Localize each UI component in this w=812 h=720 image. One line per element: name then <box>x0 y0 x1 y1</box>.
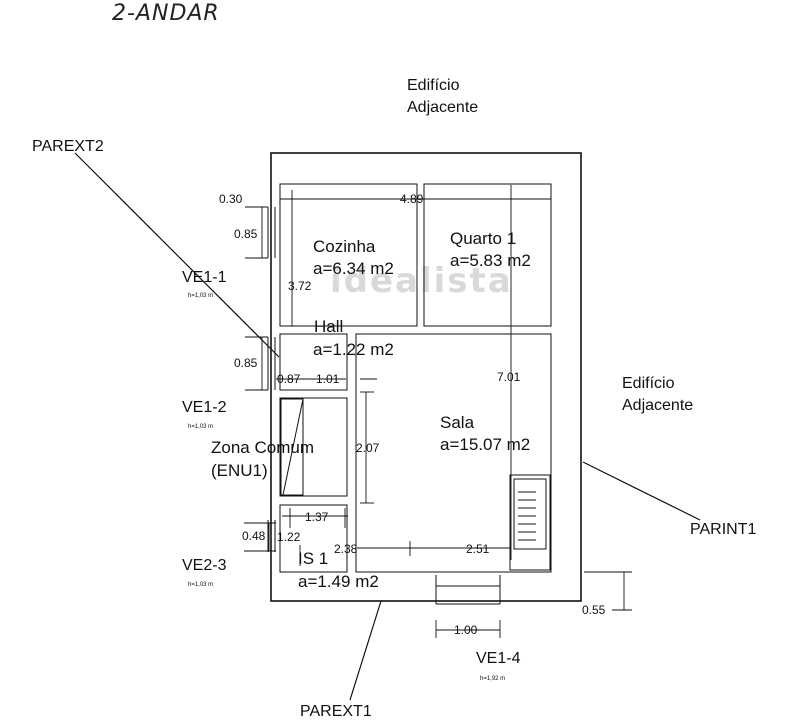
room-zona-name: Zona Comum <box>211 438 314 457</box>
dim-489: 4.89 <box>400 192 424 206</box>
window-ve1-1 <box>267 207 276 258</box>
room-quarto-area: a=5.83 m2 <box>450 251 531 270</box>
staircase-inner <box>513 478 547 550</box>
neighbor-top-line2: Adjacente <box>407 99 478 116</box>
room-zona-code: (ENU1) <box>211 461 268 480</box>
room-cozinha-name: Cozinha <box>313 237 376 256</box>
outer-wall <box>270 152 582 602</box>
window-ve1-4-label: VE1-4 <box>476 650 521 667</box>
dim-701: 7.01 <box>497 370 521 384</box>
window-ve1-4 <box>435 575 501 605</box>
room-is-name: IS 1 <box>298 549 328 568</box>
dim-137: 1.37 <box>305 510 329 524</box>
room-is-area: a=1.49 m2 <box>298 572 379 591</box>
window-ve1-1-label: VE1-1 <box>182 269 227 286</box>
room-zona-outline <box>279 397 348 497</box>
window-ve1-1-height: h=1,03 m <box>188 293 213 299</box>
dimension-lines <box>244 185 632 638</box>
dim-055: 0.55 <box>582 603 606 617</box>
window-ve1-2-height: h=1,03 m <box>188 424 213 430</box>
watermark: idealista <box>330 261 513 301</box>
dim-087: 0.87 <box>277 372 301 386</box>
leader-parext1 <box>349 600 382 701</box>
room-hall-outline <box>279 333 348 391</box>
dim-207: 2.07 <box>356 441 380 455</box>
dim-085-b: 0.85 <box>234 356 258 370</box>
stair-diagonal <box>282 398 304 496</box>
floor-title: 2-ANDAR <box>112 1 220 26</box>
neighbor-right-line1: Edifício <box>622 375 675 392</box>
room-is-outline <box>279 504 348 573</box>
leader-parext2 <box>74 152 280 358</box>
dim-100: 1.00 <box>454 623 478 637</box>
neighbor-top-line1: Edifício <box>407 77 460 94</box>
wall-label-parint1: PARINT1 <box>690 521 756 538</box>
wall-label-parext1: PAREXT1 <box>300 703 372 720</box>
window-ve1-2-label: VE1-2 <box>182 399 227 416</box>
dim-030: 0.30 <box>219 192 243 206</box>
dim-251: 2.51 <box>466 542 490 556</box>
room-hall-name: Hall <box>314 317 343 336</box>
staircase <box>509 474 551 571</box>
room-sala-outline <box>355 333 552 573</box>
room-sala-name: Sala <box>440 413 475 432</box>
dim-048: 0.48 <box>242 529 266 543</box>
dim-085-a: 0.85 <box>234 227 258 241</box>
dim-122: 1.22 <box>277 530 301 544</box>
room-quarto-outline <box>423 183 552 327</box>
neighbor-right-line2: Adjacente <box>622 397 693 414</box>
window-ve2-3-height: h=1,03 m <box>188 582 213 588</box>
dim-372: 3.72 <box>288 279 312 293</box>
room-hall-area: a=1.22 m2 <box>313 340 394 359</box>
window-ve2-3-label: VE2-3 <box>182 557 227 574</box>
dim-101: 1.01 <box>316 372 340 386</box>
stair-steps <box>518 491 536 541</box>
room-cozinha-outline <box>279 183 418 327</box>
window-ve1-4-height: h=1,92 m <box>480 676 505 682</box>
window-ve2-3 <box>267 520 276 552</box>
room-quarto-name: Quarto 1 <box>450 229 516 248</box>
dim-238: 2.38 <box>334 542 358 556</box>
wall-label-parext2: PAREXT2 <box>32 138 104 155</box>
room-cozinha-area: a=6.34 m2 <box>313 259 394 278</box>
leader-parint1 <box>582 461 701 521</box>
room-sala-area: a=15.07 m2 <box>440 435 530 454</box>
stair-strip <box>280 398 304 496</box>
